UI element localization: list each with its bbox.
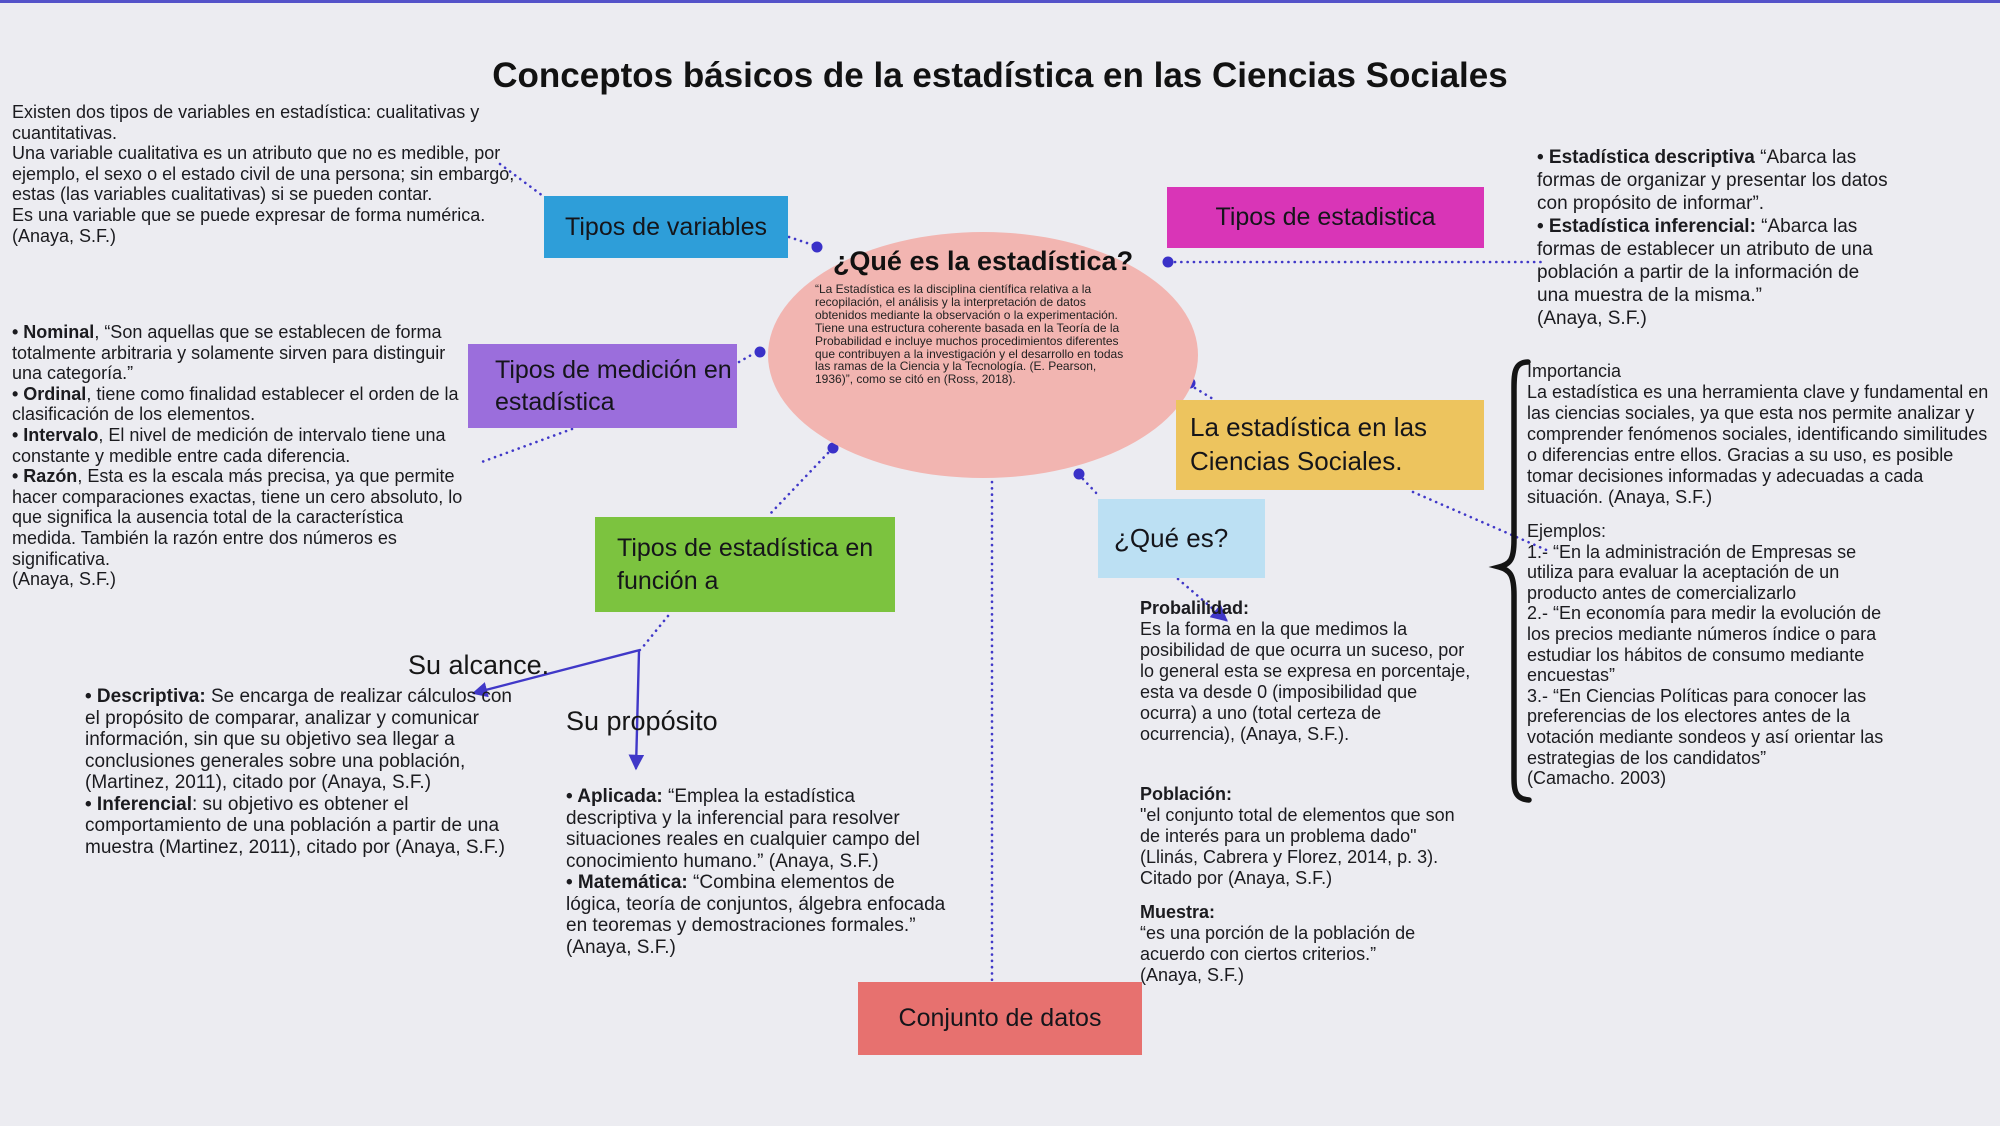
dotted-link-ciencias-ellipse [1193,386,1215,401]
central-node-definition: “La Estadística es la disciplina científ… [815,282,1124,387]
node-label: Tipos de variables [565,212,767,241]
text-block-muestra: Muestra:“es una porción de la población … [1140,902,1416,985]
label-su-alcance: Su alcance. [408,650,550,680]
node-tipos-de-estadistica: Tipos de estadistica [1167,187,1484,248]
node-tipos-de-variables: Tipos de variables [544,196,788,258]
node-label: ¿Qué es? [1114,523,1229,553]
dotted-link-medicion-text [477,427,574,465]
dotted-link-funcion-ellipse [768,451,830,516]
text-block-su-proposito-detalle: • Aplicada: “Emplea la estadística descr… [566,786,946,958]
node-que-es: ¿Qué es? [1098,499,1265,578]
text-block-probabilidad: Probalilidad:Es la forma en la que medim… [1140,598,1471,744]
central-node-que-es-la-estadistica: ¿Qué es la estadística? “La Estadística … [768,232,1198,478]
node-label: Conjunto de datos [898,1004,1102,1032]
node-label: Tipos de estadística en función a [617,534,874,595]
page-title: Conceptos básicos de la estadística en l… [492,56,1508,96]
node-tipos-en-funcion-a: Tipos de estadística en función a [595,517,895,612]
node-label: La estadística en las Ciencias Sociales. [1190,412,1428,476]
node-tipos-de-medicion: Tipos de medición en estadística [468,344,737,428]
top-border-line [0,0,2000,3]
curly-brace [1488,359,1532,803]
text-block-su-alcance-detalle: • Descriptiva: Se encarga de realizar cá… [85,686,512,858]
node-label: Tipos de medición en estadística [495,356,732,416]
connector-dot [1073,468,1085,480]
node-estadistica-ciencias-sociales: La estadística en las Ciencias Sociales. [1176,400,1484,490]
text-block-tipos-estadistica-detalle: • Estadística descriptiva “Abarca las fo… [1537,147,1888,329]
text-block-ejemplos: Ejemplos:1.- “En la administración de Em… [1527,521,1884,789]
connector-dot [754,346,766,358]
dotted-link-quees-ellipse [1081,477,1101,498]
label-su-proposito: Su propósito [566,706,718,736]
central-node-heading: ¿Qué es la estadística? [832,246,1134,276]
dotted-link-medicion-ellipse [737,352,755,364]
node-label: Tipos de estadistica [1215,203,1436,231]
text-block-poblacion: Población:"el conjunto total de elemento… [1140,784,1455,888]
node-conjunto-de-datos: Conjunto de datos [858,982,1142,1055]
text-block-variables: Existen dos tipos de variables en estadí… [12,102,515,246]
dotted-link-variables-ellipse [787,235,815,247]
text-block-niveles-medicion: • Nominal, “Son aquellas que se establec… [12,322,463,590]
dotted-link-funcion-junction [640,614,670,650]
